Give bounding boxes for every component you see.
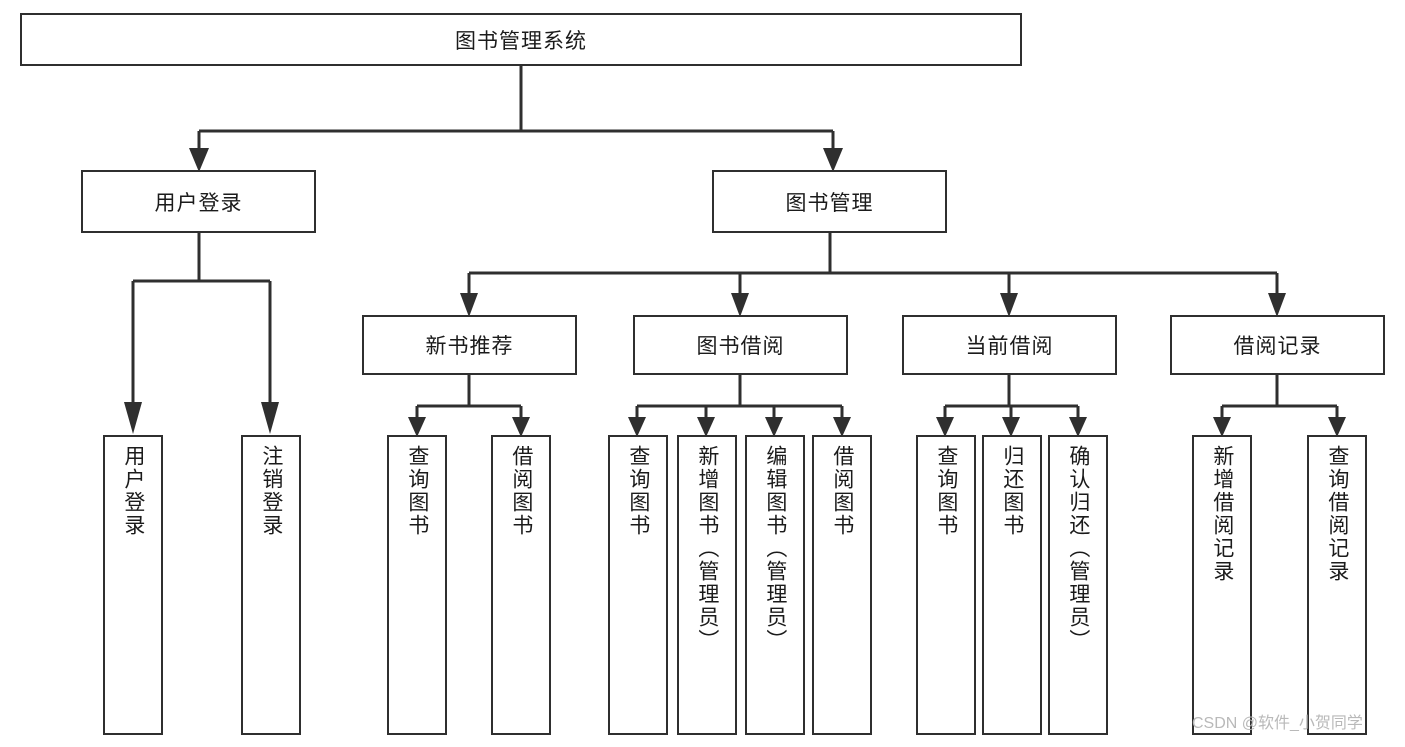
node-book-manage[interactable]: 图书管理 [712, 170, 947, 233]
node-label: 借阅图书 [509, 445, 533, 537]
node-label: 用户登录 [154, 191, 243, 215]
node-book-borrow[interactable]: 图书借阅 [633, 315, 848, 375]
node-borrow-record[interactable]: 借阅记录 [1170, 315, 1385, 375]
node-leaf-query-book-recommend[interactable]: 查询图书 [387, 435, 447, 735]
node-label: 查询图书 [934, 445, 958, 537]
node-leaf-query-book-borrow[interactable]: 查询图书 [608, 435, 668, 735]
node-leaf-query-book-current[interactable]: 查询图书 [916, 435, 976, 735]
node-label: 新书推荐 [425, 335, 514, 358]
node-label: 当前借阅 [965, 335, 1054, 358]
node-label: 查询图书 [626, 445, 650, 537]
node-leaf-add-book[interactable]: 新增图书（管理员） [677, 435, 737, 735]
node-label: 新增借阅记录 [1210, 445, 1234, 583]
node-current-borrow[interactable]: 当前借阅 [902, 315, 1117, 375]
node-label: 新增图书（管理员） [695, 445, 719, 652]
node-label: 查询图书 [405, 445, 429, 537]
node-label: 确认归还（管理员） [1066, 445, 1090, 652]
node-leaf-query-borrow-record[interactable]: 查询借阅记录 [1307, 435, 1367, 735]
node-label: 用户登录 [121, 445, 145, 537]
node-root-book-management-system[interactable]: 图书管理系统 [20, 13, 1022, 66]
node-label: 图书借阅 [696, 335, 785, 358]
node-leaf-edit-book[interactable]: 编辑图书（管理员） [745, 435, 805, 735]
node-label: 编辑图书（管理员） [763, 445, 787, 652]
node-new-book-recommend[interactable]: 新书推荐 [362, 315, 577, 375]
node-label: 注销登录 [259, 445, 283, 537]
node-leaf-confirm-return[interactable]: 确认归还（管理员） [1048, 435, 1108, 735]
node-label: 归还图书 [1000, 445, 1024, 537]
node-leaf-borrow-book[interactable]: 借阅图书 [812, 435, 872, 735]
node-leaf-user-login[interactable]: 用户登录 [103, 435, 163, 735]
node-label: 图书管理 [785, 191, 874, 215]
node-leaf-return-book[interactable]: 归还图书 [982, 435, 1042, 735]
node-label: 查询借阅记录 [1325, 445, 1349, 583]
node-user-login[interactable]: 用户登录 [81, 170, 316, 233]
node-leaf-logout-login[interactable]: 注销登录 [241, 435, 301, 735]
node-label: 借阅图书 [830, 445, 854, 537]
node-label: 图书管理系统 [455, 29, 587, 53]
node-label: 借阅记录 [1233, 335, 1322, 358]
node-leaf-add-borrow-record[interactable]: 新增借阅记录 [1192, 435, 1252, 735]
node-leaf-borrow-book-recommend[interactable]: 借阅图书 [491, 435, 551, 735]
